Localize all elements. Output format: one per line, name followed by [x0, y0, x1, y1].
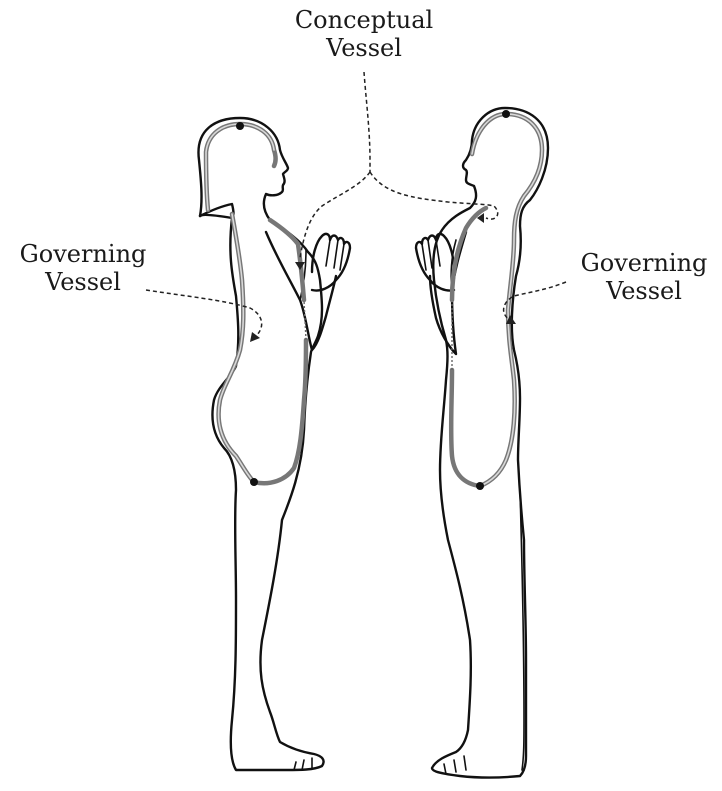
conceptual-vessel-label-line1: Conceptual [278, 6, 450, 34]
governing-vessel-right-label: Governing Vessel [566, 249, 722, 305]
governing-vessel-left-label-line1: Governing [4, 240, 162, 268]
left-conceptual-vessel [254, 340, 306, 483]
left-figure [198, 118, 350, 770]
left-figure-fingers [326, 240, 344, 270]
left-perineum-point [250, 478, 258, 486]
conceptual-leader-stem [364, 72, 370, 172]
governing-vessel-right-label-line1: Governing [566, 249, 722, 277]
right-conceptual-vessel [451, 370, 480, 486]
right-crown-point [502, 110, 510, 118]
conceptual-leader-left [300, 172, 370, 258]
governing-vessel-left-label: Governing Vessel [4, 240, 162, 296]
right-figure [416, 108, 548, 778]
governing-vessel-left-label-line2: Vessel [4, 268, 162, 296]
conceptual-leader-left-arrow [295, 262, 305, 270]
governing-vessel-right-label-line2: Vessel [566, 277, 722, 305]
right-figure-toes [444, 756, 466, 774]
right-governing-vessel [472, 114, 542, 486]
right-figure-fingers [422, 240, 440, 270]
left-figure-outline [198, 118, 323, 770]
right-perineum-point [476, 482, 484, 490]
left-figure-hands [312, 234, 350, 291]
conceptual-vessel-label-line2: Vessel [278, 34, 450, 62]
left-crown-point [236, 122, 244, 130]
conceptual-vessel-label: Conceptual Vessel [278, 6, 450, 62]
